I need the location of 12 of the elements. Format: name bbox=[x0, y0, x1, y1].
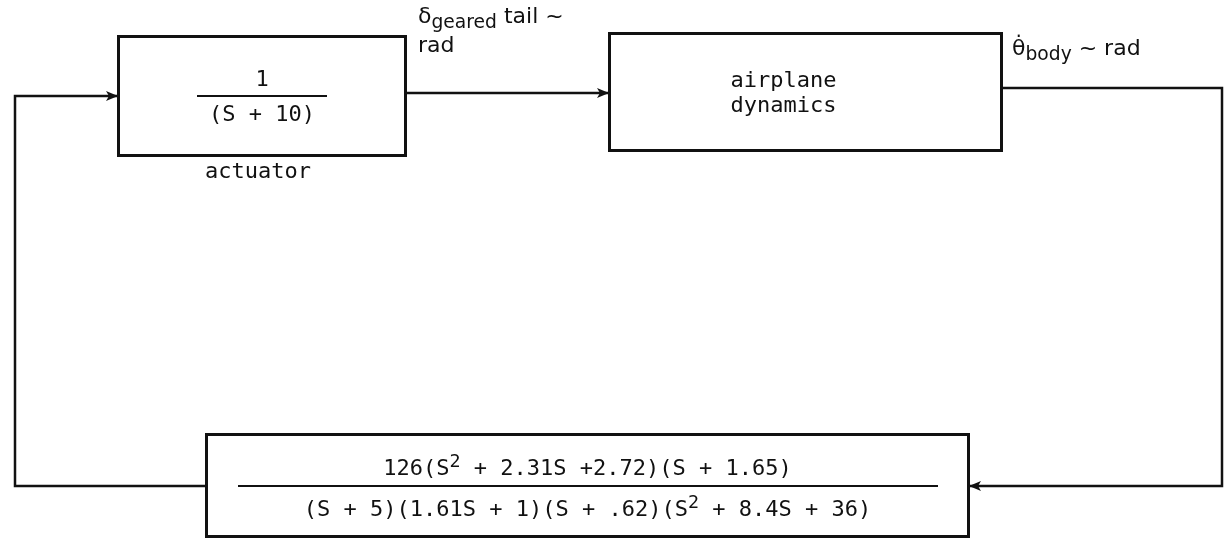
arrow bbox=[13, 91, 205, 488]
numerator: 126(S$^{2}$ + 2.31S +2.72)(S + 1.65) bbox=[383, 449, 792, 481]
arrow bbox=[969, 86, 1224, 491]
process-block bbox=[608, 32, 1003, 152]
numerator: 1 bbox=[255, 65, 269, 91]
arrow bbox=[407, 88, 609, 98]
denominator: (S + 5)(1.61S + 1)(S + .62)(S$^{2}$ + 8.4S + 36) bbox=[303, 490, 872, 522]
transfer-function-block bbox=[117, 35, 407, 157]
denominator: (S + 10) bbox=[209, 101, 315, 127]
transfer-function-block bbox=[205, 433, 970, 538]
block-label: airplane dynamics bbox=[730, 66, 838, 118]
block-caption: actuator bbox=[205, 158, 311, 183]
